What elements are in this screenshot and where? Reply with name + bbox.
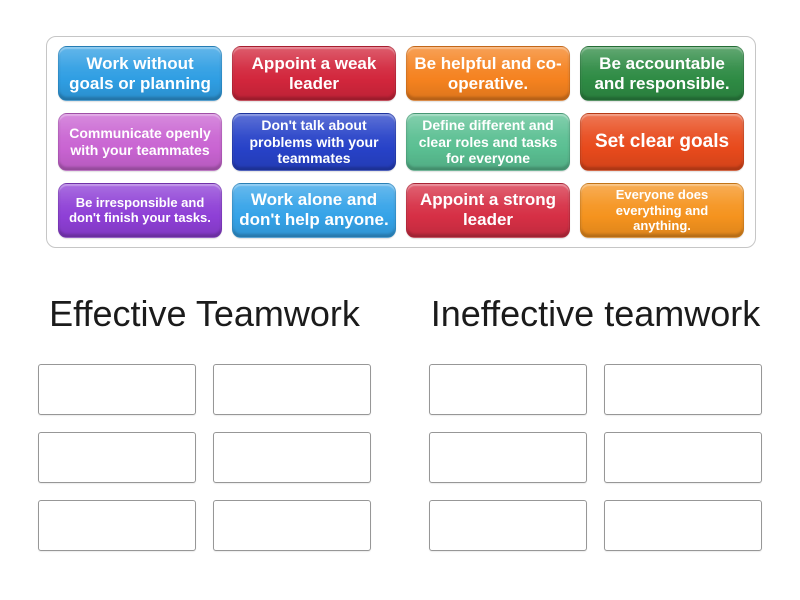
tile-label: Define different and clear roles and tas…: [418, 117, 558, 167]
tile-label: Don't talk about problems with your team…: [249, 117, 379, 167]
slot-grid-effective: [38, 364, 371, 551]
tile-label: Work without goals or planning: [69, 53, 211, 93]
tile-label: Communicate openly with your teammates: [69, 125, 211, 158]
tile-pool: Work without goals or planning Appoint a…: [46, 36, 756, 248]
drop-slot[interactable]: [38, 364, 196, 415]
drop-slot[interactable]: [604, 432, 762, 483]
tile-label: Be accountable and responsible.: [594, 53, 730, 93]
slot-grid-ineffective: [429, 364, 762, 551]
draggable-tile[interactable]: Define different and clear roles and tas…: [406, 113, 570, 171]
drop-slot[interactable]: [213, 500, 371, 551]
drop-slot[interactable]: [38, 432, 196, 483]
draggable-tile[interactable]: Be helpful and co-operative.: [406, 46, 570, 102]
draggable-tile[interactable]: Everyone does everything and anything.: [580, 182, 744, 238]
drop-slot[interactable]: [213, 432, 371, 483]
drop-slot[interactable]: [429, 364, 587, 415]
tile-label: Work alone and don't help anyone.: [239, 190, 389, 230]
group-title-effective: Effective Teamwork: [49, 293, 360, 334]
draggable-tile[interactable]: Appoint a weak leader: [232, 46, 396, 102]
draggable-tile[interactable]: Work without goals or planning: [58, 46, 222, 102]
tile-label: Everyone does everything and anything.: [615, 187, 709, 234]
tile-label: Be irresponsible and don't finish your t…: [69, 195, 211, 226]
drop-slot[interactable]: [604, 364, 762, 415]
drop-slot[interactable]: [604, 500, 762, 551]
draggable-tile[interactable]: Set clear goals: [580, 113, 744, 171]
tile-label: Set clear goals: [594, 130, 730, 152]
draggable-tile[interactable]: Be accountable and responsible.: [580, 46, 744, 102]
draggable-tile[interactable]: Work alone and don't help anyone.: [232, 182, 396, 238]
draggable-tile[interactable]: Communicate openly with your teammates: [58, 113, 222, 171]
drop-slot[interactable]: [429, 500, 587, 551]
group-title-ineffective: Ineffective teamwork: [430, 293, 761, 334]
draggable-tile[interactable]: Be irresponsible and don't finish your t…: [58, 182, 222, 238]
drop-slot[interactable]: [38, 500, 196, 551]
drop-slot[interactable]: [213, 364, 371, 415]
draggable-tile[interactable]: Appoint a strong leader: [406, 182, 570, 238]
tile-label: Be helpful and co-operative.: [414, 53, 562, 93]
draggable-tile[interactable]: Don't talk about problems with your team…: [232, 113, 396, 171]
tile-label: Appoint a strong leader: [420, 190, 556, 230]
tile-label: Appoint a weak leader: [251, 53, 377, 93]
drop-slot[interactable]: [429, 432, 587, 483]
